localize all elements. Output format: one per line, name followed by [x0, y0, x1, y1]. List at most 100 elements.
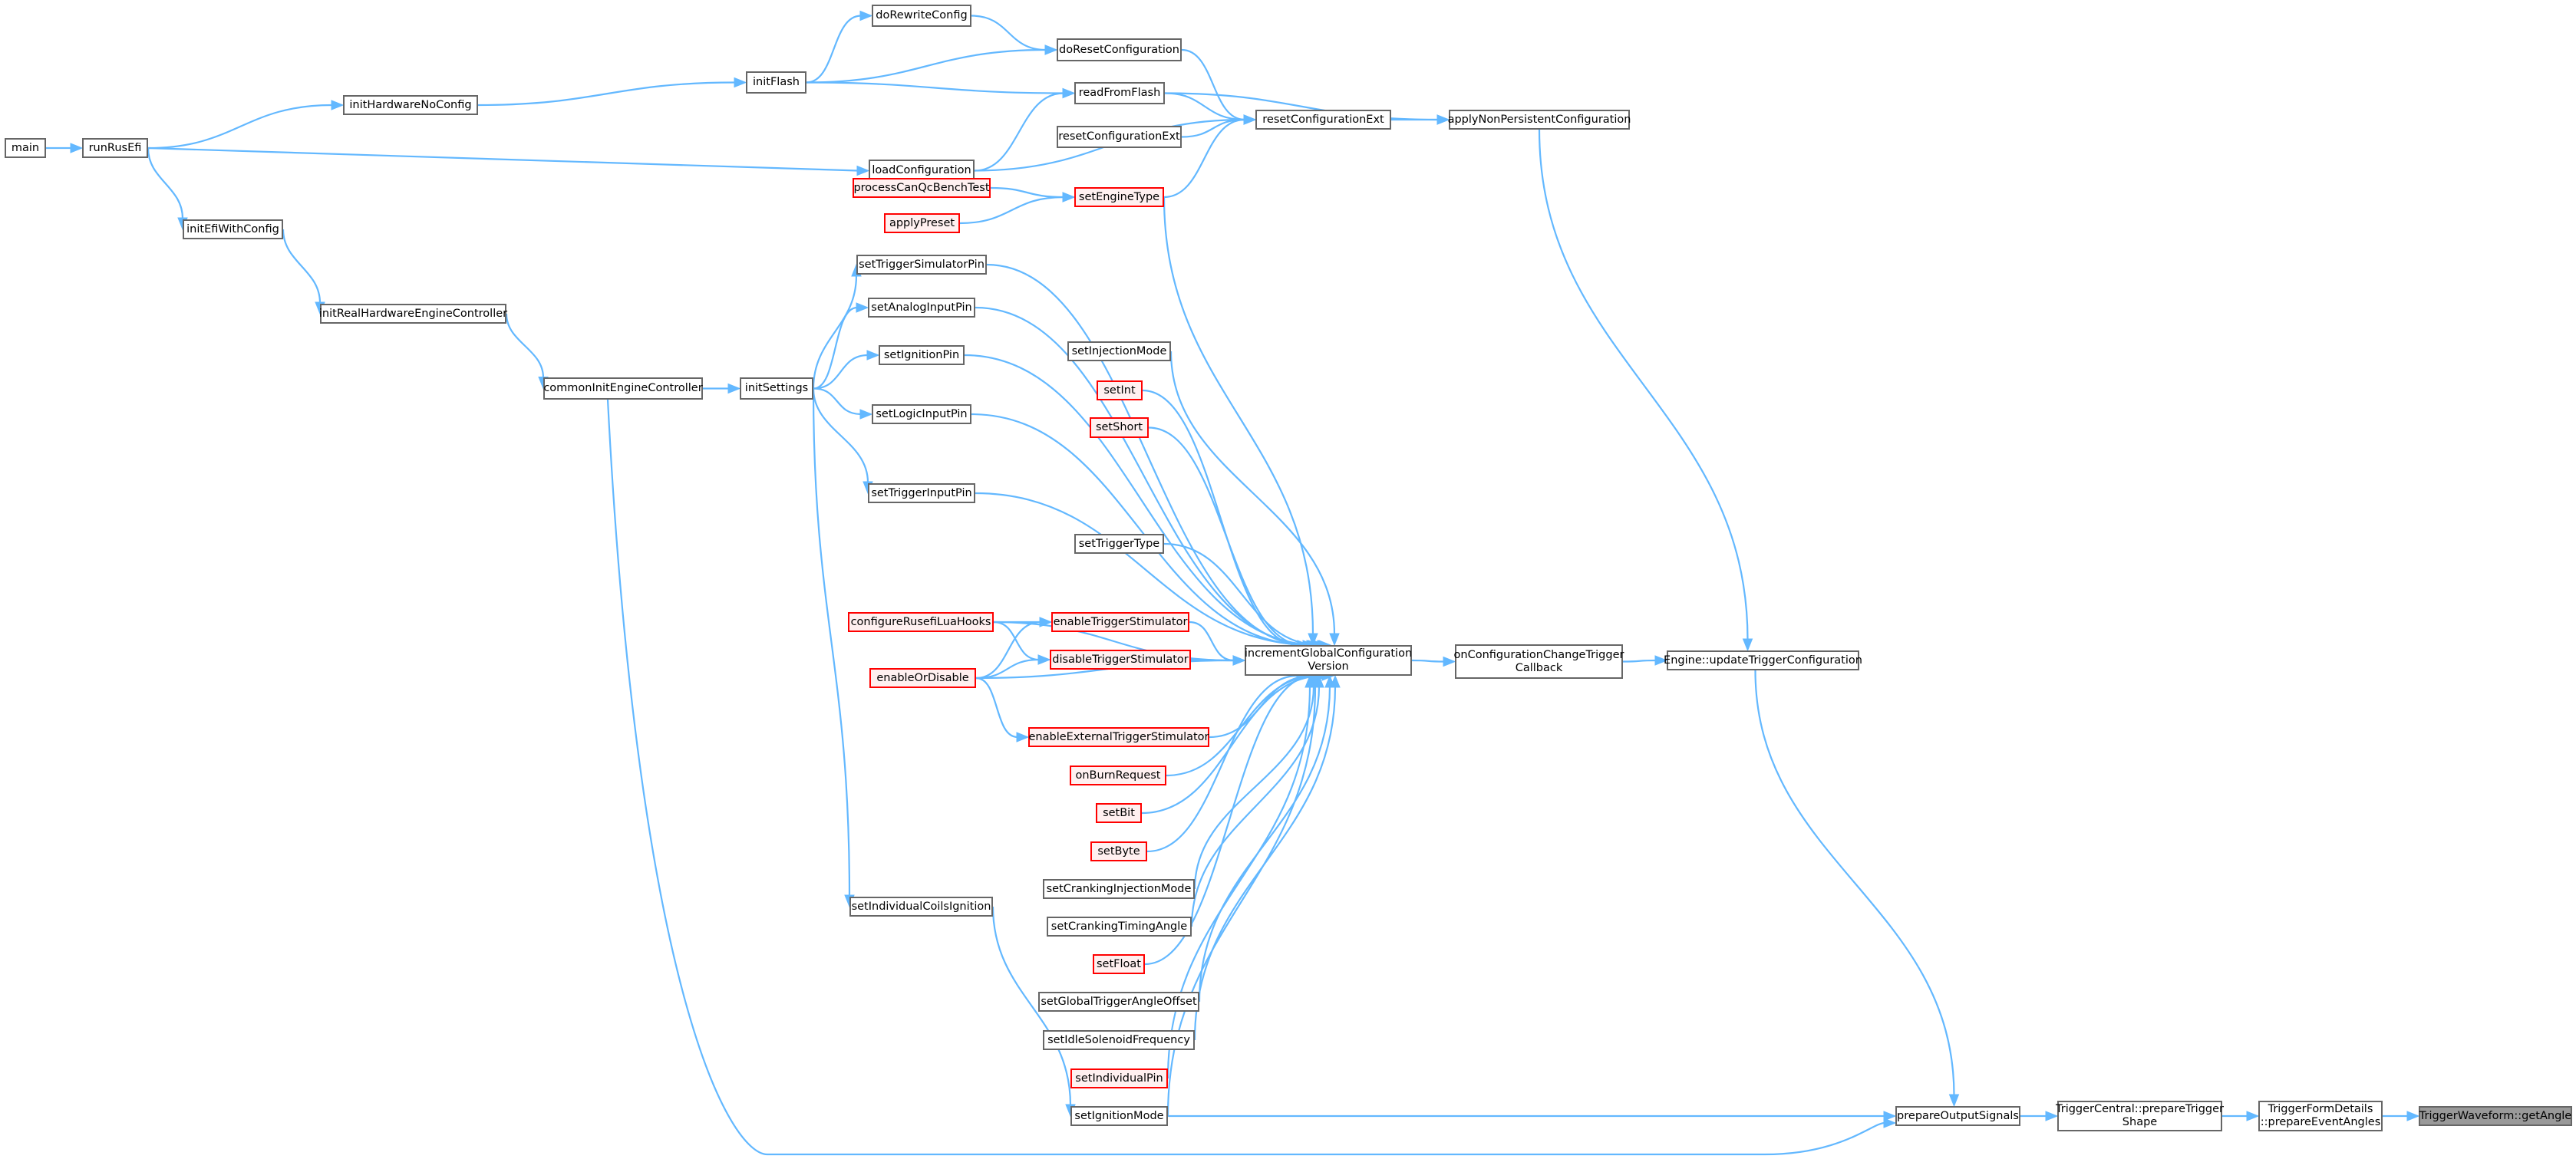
node-set-cranking-timing-angle[interactable]: setCrankingTimingAngle — [1047, 917, 1192, 937]
arrowhead-icon — [331, 100, 345, 110]
node-reset-configuration-ext[interactable]: resetConfigurationExt — [1255, 110, 1391, 130]
arrowhead-icon — [1062, 87, 1076, 99]
edge-set-int-to-increment-global-configuration-version — [1142, 389, 1299, 647]
node-run-rus-efi[interactable]: runRusEfi — [82, 138, 148, 158]
edge-init-settings-to-set-trigger-simulator-pin — [812, 275, 858, 389]
arrowhead-icon — [70, 143, 84, 153]
node-set-int[interactable]: setInt — [1097, 380, 1143, 400]
arrowhead-icon — [1330, 674, 1341, 688]
arrowhead-icon — [856, 302, 869, 313]
edge-enable-or-disable-to-enable-external-trigger-stimulator — [975, 677, 1018, 739]
edge-init-settings-to-set-ignition-pin — [813, 354, 869, 390]
node-set-trigger-type[interactable]: setTriggerType — [1074, 534, 1164, 554]
node-set-byte[interactable]: setByte — [1090, 841, 1147, 861]
arrowhead-icon — [859, 409, 873, 420]
edge-do-rewrite-config-to-do-reset-configuration — [971, 15, 1047, 51]
node-on-configuration-change-trigger-callback[interactable]: onConfigurationChangeTrigger Callback — [1454, 644, 1624, 679]
edge-increment-global-configuration-version-to-on-configuration-change-trigger-callback — [1411, 659, 1445, 663]
node-configure-rusefi-lua-hooks[interactable]: configureRusefiLuaHooks — [848, 612, 994, 632]
edge-set-trigger-type-to-increment-global-configuration-version — [1163, 542, 1321, 647]
node-set-injection-mode[interactable]: setInjectionMode — [1067, 341, 1171, 361]
edge-set-short-to-increment-global-configuration-version — [1148, 426, 1304, 647]
node-common-init-engine-controller[interactable]: commonInitEngineController — [543, 377, 703, 400]
edge-init-hardware-no-config-to-init-flash — [477, 81, 736, 107]
arrowhead-icon — [1016, 732, 1030, 742]
node-set-cranking-injection-mode[interactable]: setCrankingInjectionMode — [1043, 879, 1195, 899]
arrowhead-icon — [1062, 192, 1076, 202]
edge-configure-rusefi-lua-hooks-to-increment-global-configuration-version — [993, 621, 1235, 662]
node-enable-external-trigger-stimulator[interactable]: enableExternalTriggerStimulator — [1028, 727, 1209, 747]
node-set-engine-type[interactable]: setEngineType — [1074, 187, 1164, 207]
node-do-rewrite-config[interactable]: doRewriteConfig — [872, 5, 971, 27]
node-apply-non-persistent-configuration[interactable]: applyNonPersistentConfiguration — [1448, 110, 1631, 130]
node-set-trigger-simulator-pin[interactable]: setTriggerSimulatorPin — [856, 255, 987, 275]
node-apply-preset[interactable]: applyPreset — [884, 213, 960, 233]
edge-set-ignition-pin-to-increment-global-configuration-version — [964, 354, 1319, 647]
node-init-real-hardware-engine-controller[interactable]: initRealHardwareEngineController — [319, 304, 507, 324]
node-set-ignition-pin[interactable]: setIgnitionPin — [879, 345, 965, 365]
edge-set-logic-input-pin-to-increment-global-configuration-version — [971, 413, 1310, 647]
arrowhead-icon — [1232, 655, 1246, 666]
node-set-ignition-mode[interactable]: setIgnitionMode — [1070, 1106, 1168, 1126]
edge-process-can-qc-bench-test-to-set-engine-type — [990, 186, 1064, 199]
node-set-global-trigger-angle-offset[interactable]: setGlobalTriggerAngleOffset — [1038, 992, 1199, 1012]
edge-init-real-hardware-engine-controller-to-common-init-engine-controller — [505, 313, 545, 378]
edge-set-global-trigger-angle-offset-to-increment-global-configuration-version — [1198, 686, 1331, 1003]
node-prepare-output-signals[interactable]: prepareOutputSignals — [1895, 1106, 2020, 1126]
node-set-bit[interactable]: setBit — [1096, 803, 1142, 823]
node-init-settings[interactable]: initSettings — [740, 377, 813, 400]
edge-load-configuration-to-read-from-flash — [974, 92, 1064, 172]
edge-do-reset-configuration-to-reset-configuration-ext — [1181, 48, 1245, 121]
edge-on-configuration-change-trigger-callback-to-update-trigger-configuration — [1622, 659, 1657, 663]
node-read-from-flash[interactable]: readFromFlash — [1074, 82, 1165, 104]
arrowhead-icon — [1329, 633, 1340, 647]
edge-on-burn-request-to-increment-global-configuration-version — [1166, 674, 1318, 777]
arrowhead-icon — [2406, 1111, 2420, 1121]
node-do-reset-configuration[interactable]: doResetConfiguration — [1057, 38, 1182, 61]
node-init-efi-with-config[interactable]: initEfiWithConfig — [183, 219, 283, 239]
node-set-idle-solenoid-frequency[interactable]: setIdleSolenoidFrequency — [1043, 1030, 1195, 1050]
node-set-logic-input-pin[interactable]: setLogicInputPin — [872, 404, 971, 424]
node-increment-global-configuration-version[interactable]: incrementGlobalConfiguration Version — [1245, 645, 1412, 676]
edge-set-ignition-mode-to-increment-global-configuration-version — [1166, 686, 1317, 1117]
node-init-flash[interactable]: initFlash — [746, 71, 806, 94]
edge-update-trigger-configuration-to-prepare-output-signals — [1754, 670, 1955, 1096]
edge-common-init-engine-controller-to-prepare-output-signals — [606, 399, 1885, 1156]
arrowhead-icon — [1037, 654, 1051, 665]
edge-set-byte-to-increment-global-configuration-version — [1146, 674, 1298, 853]
node-enable-trigger-stimulator[interactable]: enableTriggerStimulator — [1051, 612, 1189, 632]
node-set-trigger-input-pin[interactable]: setTriggerInputPin — [868, 483, 975, 503]
edge-run-rus-efi-to-init-efi-with-config — [147, 147, 184, 219]
arrowhead-icon — [1948, 1094, 1960, 1108]
edge-reset-configuration-ext2-to-reset-configuration-ext — [1181, 118, 1245, 138]
edge-init-settings-to-set-trigger-input-pin — [812, 388, 869, 483]
arrowhead-icon — [734, 77, 747, 88]
node-set-individual-pin[interactable]: setIndividualPin — [1070, 1068, 1168, 1088]
edge-run-rus-efi-to-load-configuration — [147, 147, 859, 172]
node-disable-trigger-stimulator[interactable]: disableTriggerStimulator — [1050, 650, 1191, 670]
edge-read-from-flash-to-apply-non-persistent-configuration — [1164, 92, 1439, 121]
node-set-short[interactable]: setShort — [1090, 417, 1149, 438]
node-set-individual-coils-ignition[interactable]: setIndividualCoilsIgnition — [849, 897, 993, 917]
node-main[interactable]: main — [5, 138, 46, 158]
node-prepare-trigger-shape[interactable]: TriggerCentral::prepareTrigger Shape — [2056, 1101, 2224, 1131]
node-init-hardware-no-config[interactable]: initHardwareNoConfig — [343, 95, 478, 115]
node-on-burn-request[interactable]: onBurnRequest — [1070, 766, 1166, 785]
node-prepare-event-angles[interactable]: TriggerFormDetails ::prepareEventAngles — [2258, 1101, 2383, 1131]
node-enable-or-disable[interactable]: enableOrDisable — [869, 668, 976, 688]
edge-set-float-to-increment-global-configuration-version — [1144, 674, 1314, 966]
node-update-trigger-configuration[interactable]: Engine::updateTriggerConfiguration — [1664, 650, 1862, 670]
node-process-can-qc-bench-test[interactable]: processCanQcBenchTest — [853, 178, 991, 198]
edge-run-rus-efi-to-init-hardware-no-config — [147, 104, 333, 150]
node-reset-configuration-ext2[interactable]: resetConfigurationExt — [1057, 126, 1182, 148]
arrowhead-icon — [1883, 1118, 1897, 1128]
arrowhead-icon — [856, 165, 870, 176]
edge-init-settings-to-set-individual-coils-ignition — [812, 388, 851, 897]
edge-init-efi-with-config-to-init-real-hardware-engine-controller — [282, 229, 322, 304]
node-set-analog-input-pin[interactable]: setAnalogInputPin — [868, 298, 975, 318]
edge-apply-preset-to-set-engine-type — [959, 196, 1064, 225]
node-set-float[interactable]: setFloat — [1093, 954, 1145, 974]
arrowhead-icon — [727, 383, 741, 394]
